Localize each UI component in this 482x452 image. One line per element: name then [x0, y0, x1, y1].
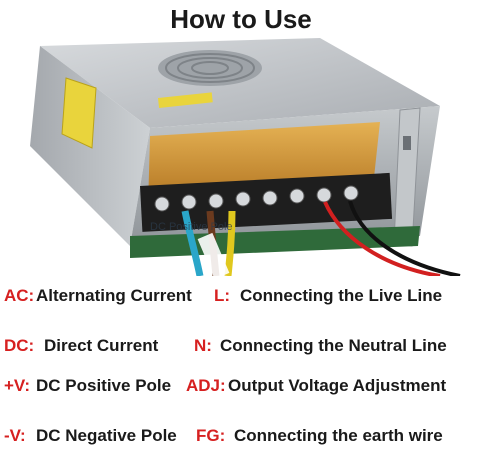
- wire-sheath: [197, 232, 230, 280]
- legend-desc-l: Connecting the Live Line: [240, 286, 443, 305]
- legend-desc-n: Connecting the Neutral Line: [220, 336, 447, 355]
- chassis-top: [40, 38, 440, 128]
- legend-abbr-ac: AC:: [4, 286, 35, 305]
- legend-desc-dc: Direct Current: [44, 336, 159, 355]
- wire-yellow: [224, 210, 236, 277]
- legend-desc-ac: Alternating Current: [36, 286, 192, 305]
- legend-row-2: DC: Direct Current N: Connecting the Neu…: [0, 336, 482, 362]
- legend-desc-fg: Connecting the earth wire: [234, 426, 443, 445]
- legend-row-4: -V: DC Negative Pole FG: Connecting the …: [0, 426, 482, 452]
- legend-desc-minus-v: DC Negative Pole: [36, 426, 177, 445]
- legend-abbr-plus-v: +V:: [4, 376, 30, 395]
- legend-abbr-adj: ADJ:: [186, 376, 226, 395]
- legend-abbr-dc: DC:: [4, 336, 35, 355]
- dc-positive-pole-overlay: DC Positive Pole: [150, 221, 233, 233]
- fan-grille-icon: [158, 50, 262, 86]
- caution-label: [158, 92, 213, 108]
- page-title: How to Use: [170, 4, 312, 34]
- legend-row-1: AC: Alternating Current L: Connecting th…: [0, 286, 482, 312]
- legend-abbr-fg: FG:: [196, 426, 226, 445]
- warning-sticker: [61, 77, 97, 149]
- legend-desc-adj: Output Voltage Adjustment: [228, 376, 447, 395]
- legend-row-3: +V: DC Positive Pole ADJ: Output Voltage…: [0, 376, 482, 402]
- legend-abbr-minus-v: -V:: [4, 426, 26, 445]
- legend-desc-plus-v: DC Positive Pole: [36, 376, 172, 395]
- legend-abbr-l: L:: [214, 286, 231, 305]
- power-supply-image: DC Positive Pole: [0, 36, 482, 280]
- wire-red: [323, 201, 441, 278]
- legend-abbr-n: N:: [194, 336, 212, 355]
- wire-black: [348, 200, 461, 278]
- wire-blue: [181, 210, 204, 277]
